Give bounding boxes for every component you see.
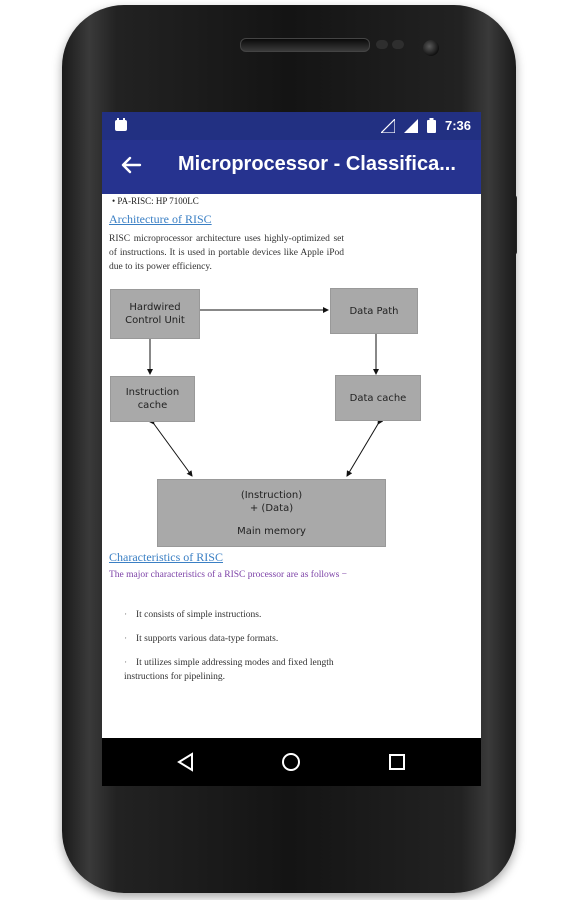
list-item: ·It supports various data-type formats. (124, 634, 279, 644)
instruction-cache-box: Instruction cache (110, 376, 195, 422)
main-memory-box: (Instruction) + (Data) Main memory (157, 479, 386, 547)
battery-icon (426, 118, 436, 133)
back-arrow-icon[interactable] (120, 154, 142, 176)
risc-diagram: Hardwired Control Unit Data Path Instruc… (102, 194, 481, 664)
hardwired-control-unit-box: Hardwired Control Unit (110, 289, 200, 339)
back-icon[interactable] (174, 750, 198, 774)
sensor-dot (392, 40, 404, 49)
recents-icon[interactable] (385, 750, 409, 774)
data-cache-box: Data cache (335, 375, 421, 421)
speaker-grille (240, 38, 370, 52)
article-content: • PA-RISC: HP 7100LC Architecture of RIS… (102, 194, 481, 682)
device-screen: 7:36 Microprocessor - Classifica... • PA… (102, 112, 481, 738)
diagram-arrows (147, 307, 384, 477)
page-title: Microprocessor - Classifica... (178, 153, 456, 175)
section-heading-characteristics[interactable]: Characteristics of RISC (109, 550, 223, 564)
section-heading-architecture[interactable]: Architecture of RISC (109, 212, 212, 226)
app-bar: Microprocessor - Classifica... (102, 140, 481, 194)
sensor-dot (376, 40, 388, 49)
signal-icon (403, 118, 418, 133)
characteristics-intro: The major characteristics of a RISC proc… (109, 570, 348, 580)
navigation-bar (102, 738, 481, 786)
list-item: • PA-RISC: HP 7100LC (112, 196, 199, 206)
signal-outline-icon (380, 118, 395, 133)
status-time: 7:36 (444, 118, 471, 133)
notification-icon (115, 118, 127, 131)
list-item: ·It utilizes simple addressing modes and… (124, 658, 334, 682)
home-icon[interactable] (279, 750, 303, 774)
list-item: ·It consists of simple instructions. (124, 610, 262, 620)
architecture-paragraph: RISC microprocessor architecture uses hi… (109, 234, 344, 272)
data-path-box: Data Path (330, 288, 418, 334)
front-camera (423, 40, 439, 56)
status-bar: 7:36 (102, 112, 481, 140)
